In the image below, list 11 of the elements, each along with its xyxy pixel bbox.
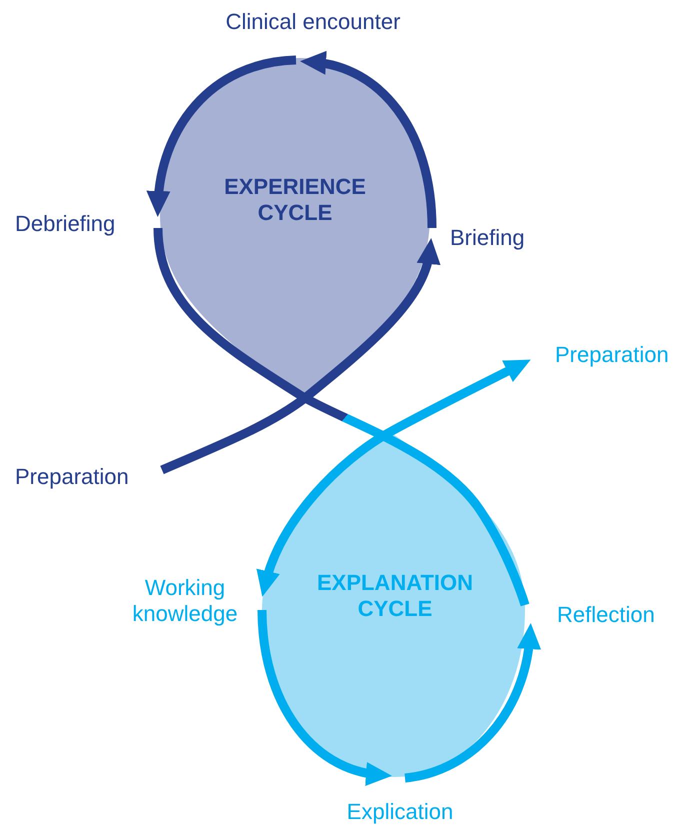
stage-label: Explication [346, 799, 454, 825]
stage-label: Debriefing [15, 211, 116, 237]
stage-label: Preparation [15, 464, 130, 490]
stage-label: Preparation [555, 342, 670, 368]
stage-label: Working knowledge [131, 575, 239, 627]
cycle-title: EXPERIENCE CYCLE [223, 174, 367, 226]
stage-label: Briefing [450, 225, 526, 251]
stage-label: Reflection [557, 602, 656, 628]
connector-line [154, 228, 530, 606]
cycle-title: EXPLANATION CYCLE [316, 570, 474, 622]
stage-label: Clinical encounter [224, 9, 402, 35]
